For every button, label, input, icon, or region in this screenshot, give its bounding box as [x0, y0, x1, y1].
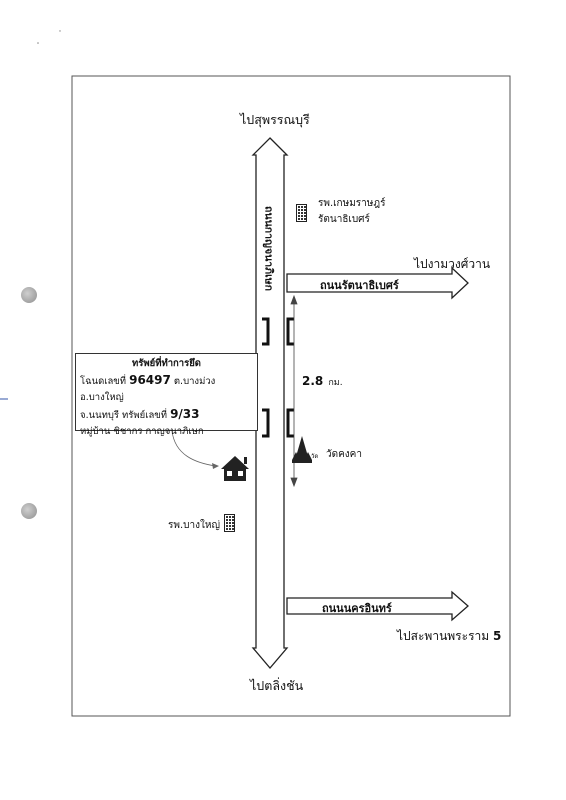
- main-road-arrow: [251, 137, 289, 670]
- property-house-line: จ.นนทบุรี ทรัพย์เลขที่ 9/33: [80, 406, 253, 424]
- road-upper-name: ถนนรัตนาธิเบศร์: [320, 279, 399, 292]
- deed-number: 96497: [129, 373, 171, 387]
- temple-icon: [292, 436, 312, 463]
- house-number: 9/33: [170, 407, 200, 421]
- road-lower-name: ถนนนครอินทร์: [322, 602, 392, 615]
- label-to-east-lower-num: 5: [493, 629, 502, 643]
- property-village-line: หมู่บ้าน ชิชากร กาญจนาภิเษก: [80, 426, 204, 437]
- hospital-north-line2: รัตนาธิเบศร์: [318, 214, 370, 225]
- temple-small-label: วัด: [311, 453, 319, 460]
- house-icon: [221, 456, 249, 481]
- lower-road-arrow: [286, 590, 469, 622]
- punch-hole-top: [21, 287, 37, 303]
- temple-label: วัดคงคา: [326, 449, 362, 460]
- label-to-south: ไปตลิ่งชัน: [250, 678, 304, 693]
- property-deed-line: โฉนดเลขที่ 96497 ต.บางม่วง อ.บางใหญ่: [80, 372, 253, 406]
- hospital-south-label: รพ.บางใหญ่: [168, 520, 220, 531]
- label-to-north: ไปสุพรรณบุรี: [240, 112, 310, 127]
- deed-prefix: โฉนดเลขที่: [80, 376, 127, 387]
- house-prefix: ทรัพย์เลขที่: [122, 410, 168, 421]
- label-to-east-lower-text: ไปสะพานพระราม: [397, 629, 490, 643]
- distance-line: [290, 294, 298, 488]
- hospital-north-line1: รพ.เกษมราษฎร์: [318, 198, 386, 209]
- hospital-building-icon: [224, 514, 235, 532]
- distance-unit: กม.: [328, 378, 343, 388]
- label-to-east-lower: ไปสะพานพระราม 5: [397, 627, 501, 646]
- upper-road-arrow: [286, 266, 469, 300]
- property-info-box: ทรัพย์ที่ทำการยึด โฉนดเลขที่ 96497 ต.บาง…: [75, 353, 258, 437]
- label-to-east-upper: ไปงามวงศ์วาน: [414, 257, 491, 271]
- distance-label: 2.8 กม.: [302, 370, 343, 389]
- pointer-arrow: [171, 430, 217, 467]
- bridge-lower: [262, 408, 294, 438]
- bridge-upper: [262, 317, 294, 346]
- hospital-building-icon: [296, 204, 307, 222]
- property-title: ทรัพย์ที่ทำการยึด: [132, 358, 201, 369]
- distance-value: 2.8: [302, 374, 324, 388]
- road-main-name: ถนนกาญจนาภิเษก: [262, 206, 275, 291]
- province: จ.นนทบุรี: [80, 410, 119, 421]
- map-frame: [71, 75, 511, 717]
- deed-suffix: ต.บางม่วง อ.บางใหญ่: [80, 376, 216, 403]
- punch-hole-bottom: [21, 503, 37, 519]
